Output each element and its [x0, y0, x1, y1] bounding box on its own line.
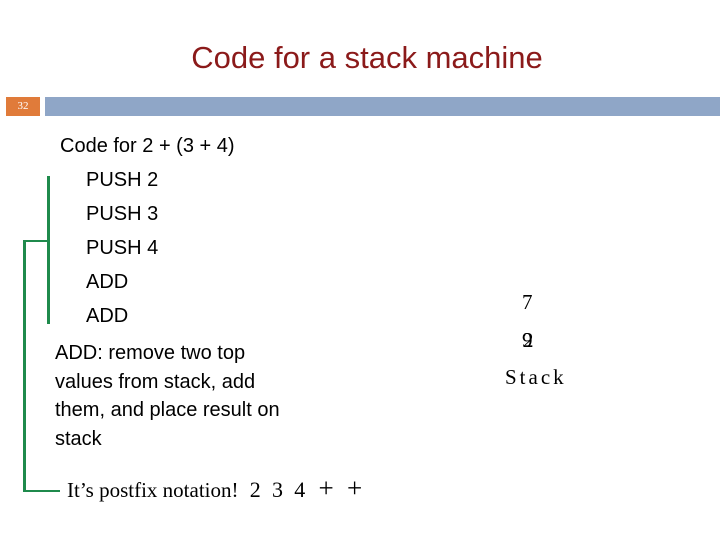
postfix-op-plus-2: +	[346, 473, 363, 503]
slide-number: 32	[17, 100, 29, 112]
stack-bottom-value-2: 2	[523, 328, 534, 352]
stack-top-value: 7	[522, 290, 533, 314]
postfix-token-2: 2	[249, 477, 261, 502]
add-description-line-2: values from stack, add	[55, 371, 256, 393]
postfix-token-4: 4	[294, 477, 306, 502]
stack-bottom-value-9: 9	[522, 328, 533, 352]
instruction-add-2: ADD	[86, 305, 129, 327]
slide-number-bar	[6, 97, 40, 116]
add-description-line-1: ADD: remove two top	[55, 342, 246, 364]
add-description-line-3: them, and place result on	[55, 399, 280, 421]
postfix-token-3: 3	[272, 477, 283, 502]
instruction-push-3: PUSH 3	[86, 203, 159, 225]
header-bar	[45, 97, 720, 116]
postfix-expression: It’s postfix notation! 2 3 4 + +	[67, 475, 362, 503]
stack-label: Stack	[505, 365, 567, 389]
code-heading: Code for 2 + (3 + 4)	[60, 135, 235, 157]
instruction-add-1: ADD	[86, 271, 129, 293]
instruction-push-2: PUSH 2	[86, 169, 159, 191]
postfix-op-plus-1: +	[318, 473, 334, 503]
add-description-line-4: stack	[55, 428, 102, 450]
slide-title: Code for a stack machine	[191, 40, 543, 75]
postfix-label: It’s postfix notation!	[67, 478, 239, 502]
instruction-push-4: PUSH 4	[86, 237, 159, 259]
